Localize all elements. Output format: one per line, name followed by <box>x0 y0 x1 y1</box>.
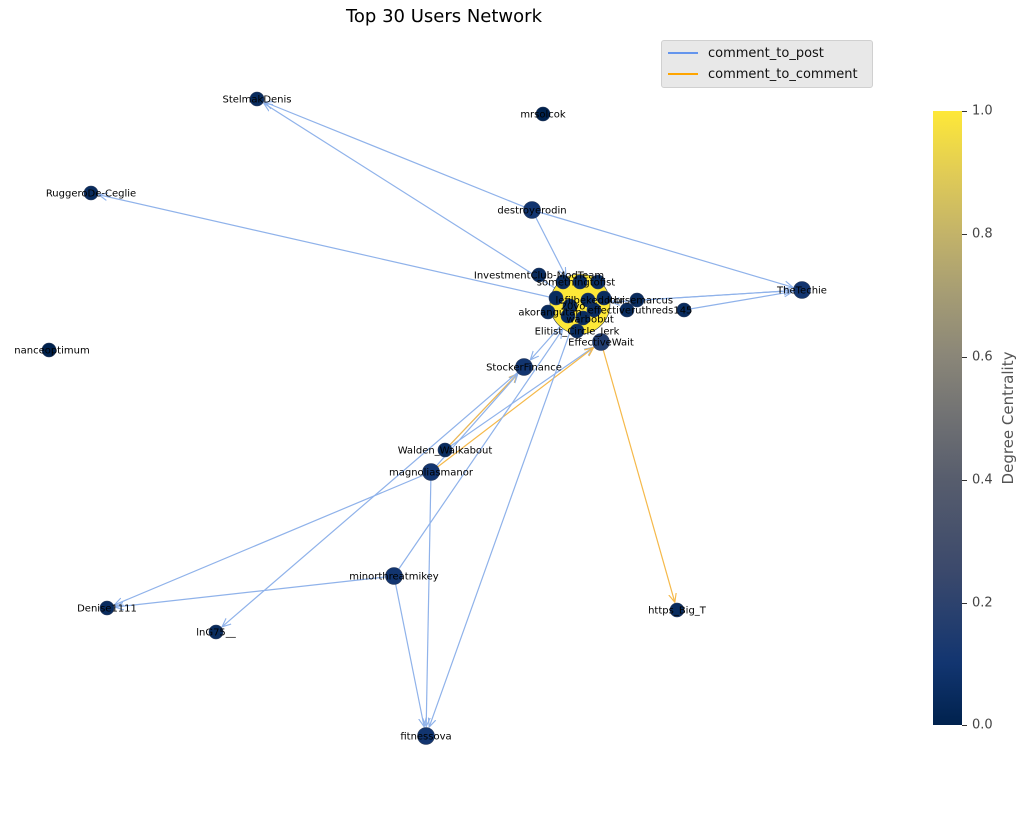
node-louisemarcus[interactable] <box>629 292 645 308</box>
colorbar-tick-label: 0.8 <box>972 226 993 242</box>
node-label: nanceoptimum <box>14 346 89 357</box>
node-label: fitnessova <box>400 732 451 743</box>
legend: comment_to_post comment_to_comment <box>661 40 873 88</box>
node-cluster-member[interactable] <box>560 308 576 324</box>
colorbar-tick <box>962 725 967 726</box>
node-effectivewait[interactable] <box>592 333 610 351</box>
node-destroyerodin[interactable] <box>523 201 541 219</box>
node-label: InvestmentClub-ModTeam <box>474 271 604 282</box>
edge-comment-to-post <box>393 330 563 577</box>
edge-comment-to-post <box>393 575 424 727</box>
colorbar-tick-label: 0.4 <box>972 472 993 488</box>
node-label: EffectiveWait <box>568 338 634 349</box>
edge-comment-to-post <box>115 575 395 607</box>
edge-comment-to-post <box>683 292 793 311</box>
node-warbobut[interactable] <box>575 310 591 326</box>
node-label: Denise1111 <box>77 604 137 615</box>
node-cluster-member[interactable] <box>619 302 635 318</box>
legend-label: comment_to_comment <box>708 66 858 82</box>
edge-comment-to-post <box>531 209 793 287</box>
node-label: effectiveruthreds145 <box>588 306 693 317</box>
node-label: magnoliasmanor <box>389 468 474 479</box>
colorbar-tick <box>962 357 967 358</box>
colorbar-tick <box>962 603 967 604</box>
edge-comment-to-post <box>114 471 432 605</box>
legend-swatch-orange <box>668 73 698 75</box>
node-elitist-circle-jerk[interactable] <box>569 323 585 339</box>
node-cluster-member[interactable] <box>555 274 571 290</box>
node-mrsolcok[interactable] <box>535 106 551 122</box>
node-stelmakdenis[interactable] <box>249 91 265 107</box>
node-label: 20yo <box>561 302 586 313</box>
node-label: Elitist_Circle_Jerk <box>535 327 620 338</box>
node-label: TheTechie <box>776 286 827 297</box>
colorbar-tick <box>962 480 967 481</box>
node-lng75-[interactable] <box>208 624 224 640</box>
chart-title: Top 30 Users Network <box>345 6 542 27</box>
node-stockerfinance[interactable] <box>515 358 533 376</box>
colorbar <box>933 111 962 725</box>
node-label: minorthreatmikey <box>349 572 439 583</box>
edge-comment-to-comment <box>600 341 675 602</box>
node-somethingtofist[interactable] <box>572 274 588 290</box>
node-label: somethingtofist <box>537 278 615 289</box>
legend-swatch-blue <box>668 52 698 54</box>
edge-comment-to-comment <box>430 348 593 473</box>
node-label: Walden_Walkabout <box>398 446 493 457</box>
edge-comment-to-post <box>264 102 533 211</box>
node-label: RuggeroDe-Ceglie <box>46 189 136 200</box>
colorbar-tick-label: 1.0 <box>972 103 993 119</box>
node-akorangutan[interactable] <box>540 304 556 320</box>
edge-comment-to-post <box>99 195 581 305</box>
colorbar-tick-label: 0.0 <box>972 717 993 733</box>
edge-comment-to-post <box>426 471 432 727</box>
node-investmentclub-modteam[interactable] <box>531 267 547 283</box>
node-effectiveruthreds145[interactable] <box>676 302 692 318</box>
nodes-layer <box>41 91 811 745</box>
node-cluster-member[interactable] <box>590 274 606 290</box>
node-label: mrsolcok <box>520 110 566 121</box>
node-label: akorangutan <box>518 308 581 319</box>
node-minorthreatmikey[interactable] <box>385 567 403 585</box>
colorbar-tick <box>962 111 967 112</box>
edge-comment-to-post <box>531 209 566 276</box>
edge-comment-to-comment <box>444 374 517 451</box>
edge-comment-to-post <box>430 374 518 473</box>
edge-comment-to-post <box>264 103 581 305</box>
edge-comment-to-post <box>444 347 593 451</box>
node-label: lefilbekedotbr <box>556 296 626 307</box>
node-fitnessova[interactable] <box>417 727 435 745</box>
legend-label: comment_to_post <box>708 45 824 61</box>
node-label: warbobut <box>566 315 614 326</box>
node-label: StelmakDenis <box>222 95 291 106</box>
node-label: lnG75__ <box>196 628 237 639</box>
node-label: https_Big_T <box>648 606 707 617</box>
colorbar-title: Degree Centrality <box>999 351 1017 485</box>
node-cluster-member[interactable] <box>596 290 612 306</box>
node-label: destroyerodin <box>497 206 566 217</box>
legend-item-comment-to-post: comment_to_post <box>668 43 824 63</box>
node-cluster-member[interactable] <box>548 290 564 306</box>
node-cluster-member[interactable] <box>586 302 602 318</box>
node-thetechie[interactable] <box>793 281 811 299</box>
node-walden-walkabout[interactable] <box>437 442 453 458</box>
node-https-big-t[interactable] <box>669 602 685 618</box>
edge-comment-to-post <box>429 303 581 727</box>
legend-item-comment-to-comment: comment_to_comment <box>668 64 858 84</box>
node-label: louisemarcus <box>607 296 673 307</box>
colorbar-tick-label: 0.2 <box>972 595 993 611</box>
colorbar-tick-label: 0.6 <box>972 349 993 365</box>
node-magnoliasmanor[interactable] <box>422 463 440 481</box>
node-nanceoptimum[interactable] <box>41 342 57 358</box>
node-ruggerode-ceglie[interactable] <box>83 185 99 201</box>
colorbar-tick <box>962 234 967 235</box>
node-denise1111[interactable] <box>99 600 115 616</box>
edge-comment-to-post <box>222 366 525 627</box>
node-label: StockerFinance <box>486 363 562 374</box>
